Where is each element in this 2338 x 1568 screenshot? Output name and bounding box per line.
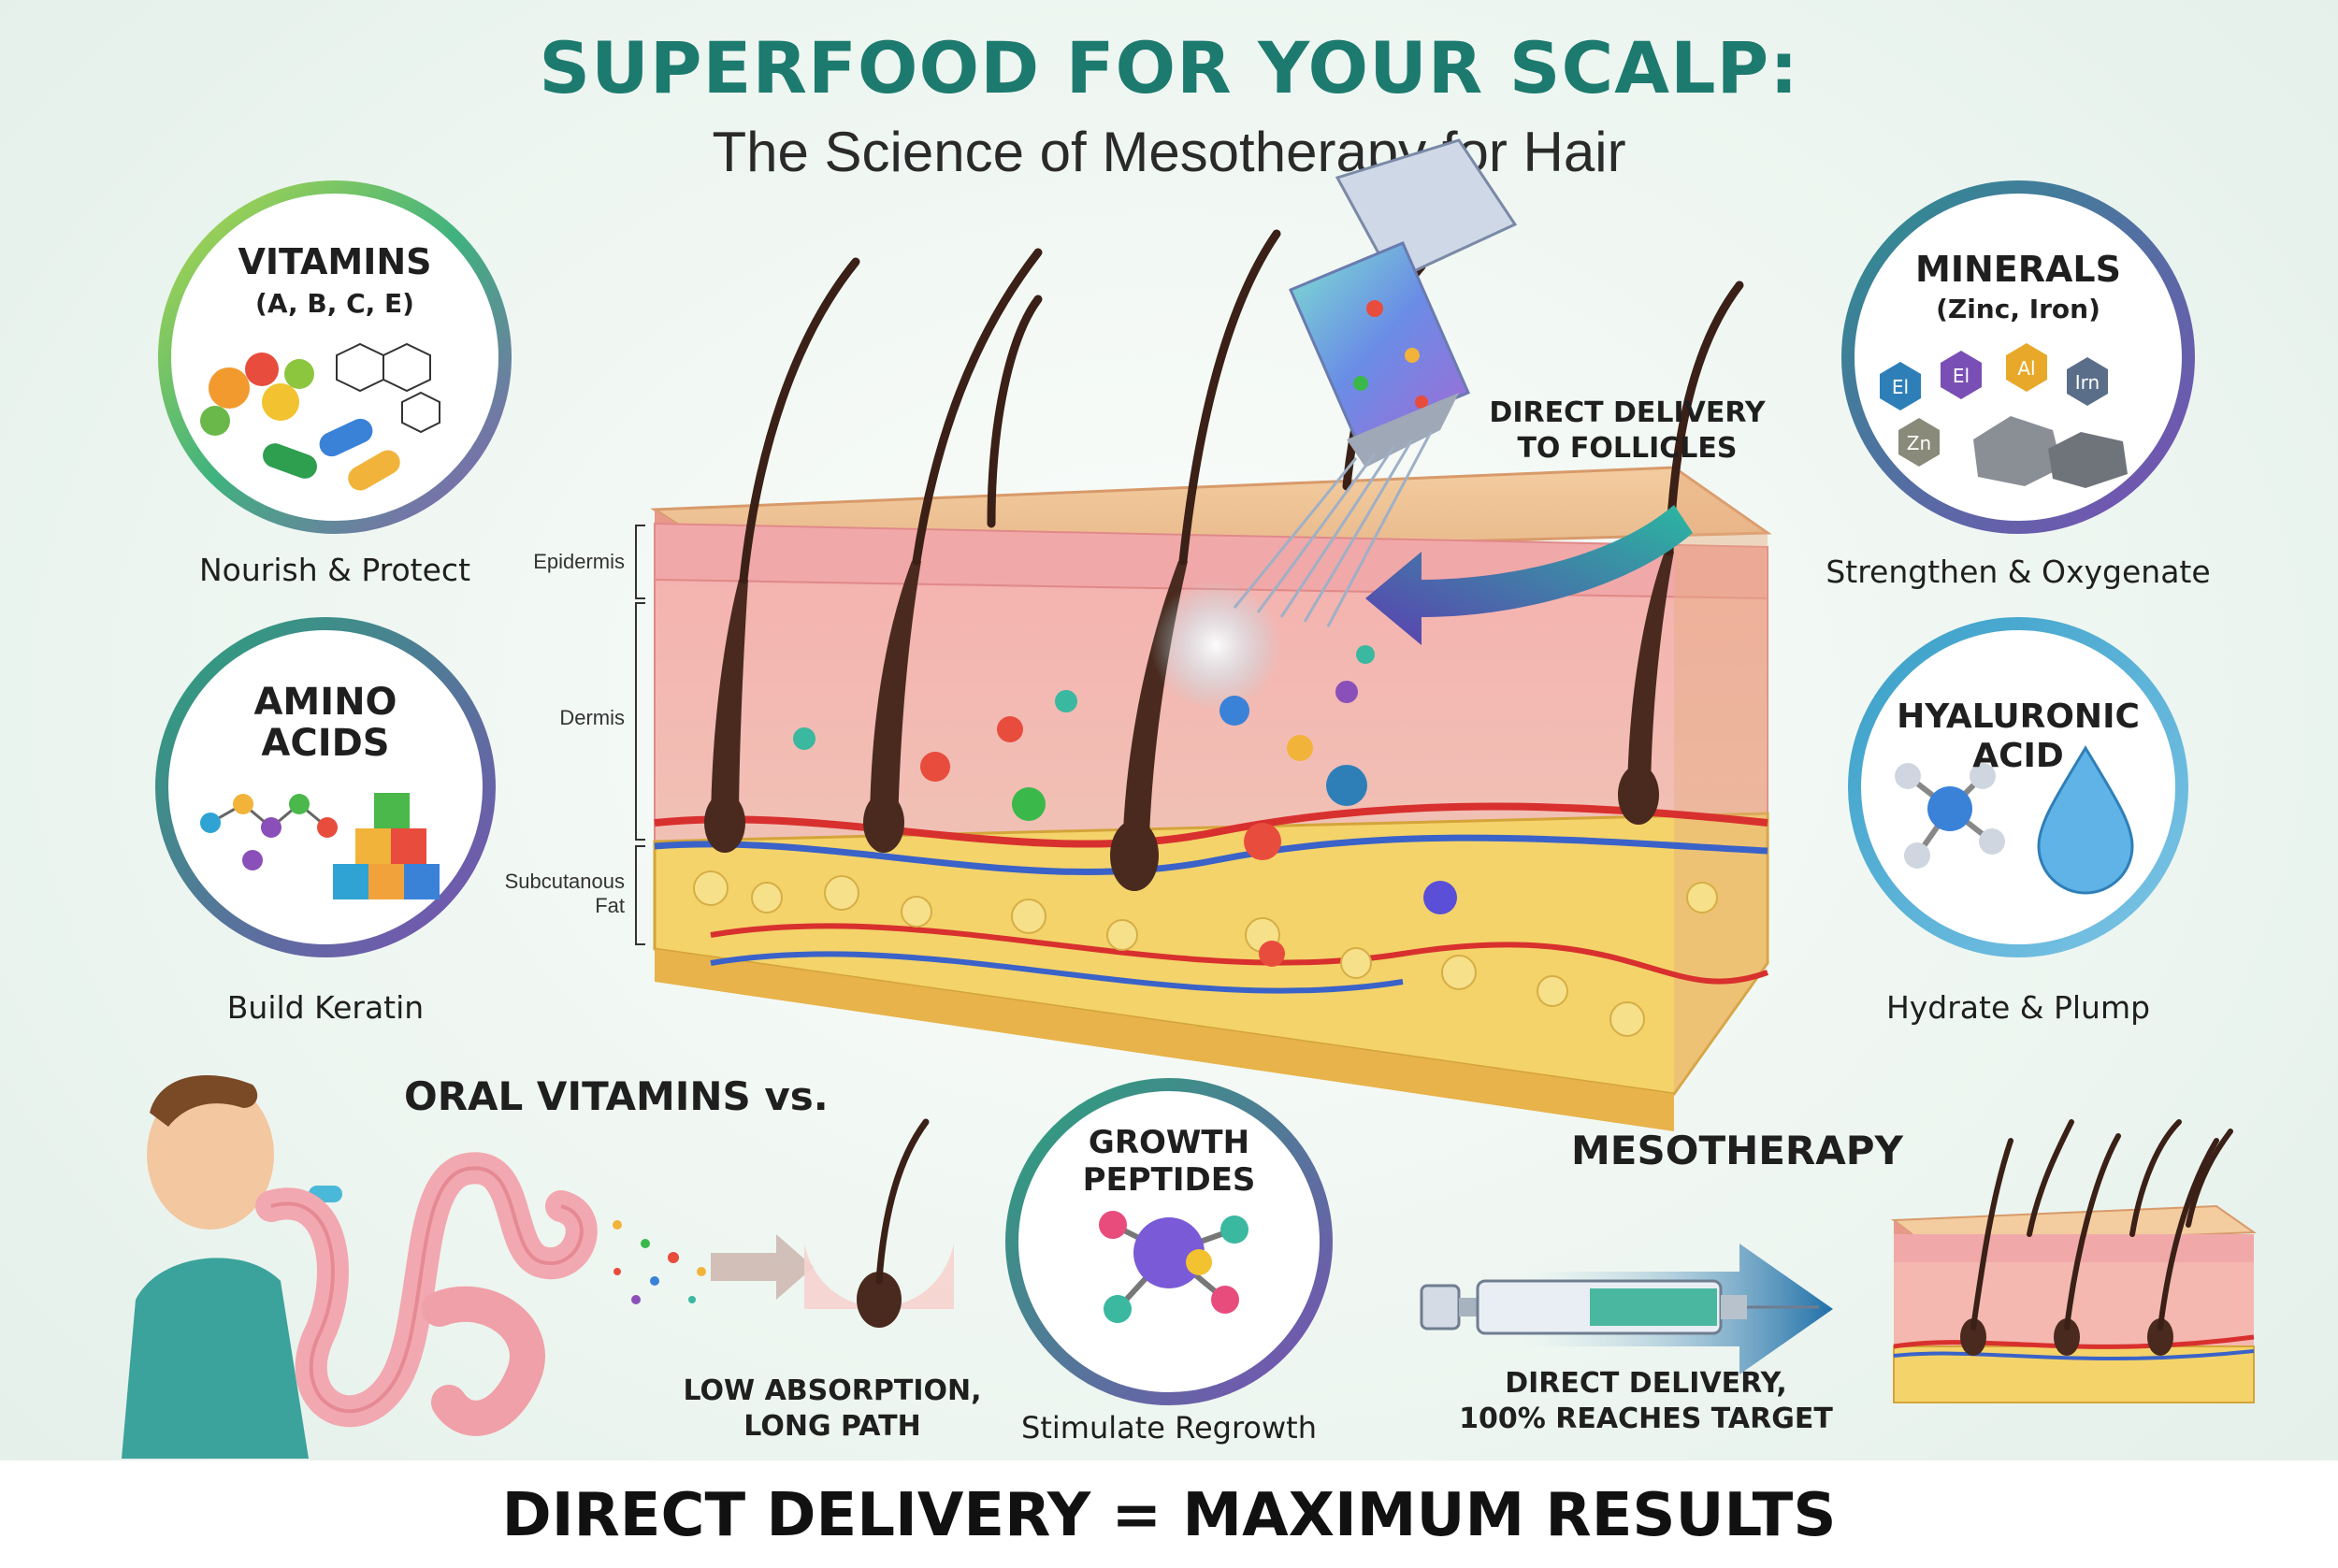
hyaluronic-illustration [1895,745,2134,895]
footer-band [0,1460,2338,1568]
hyaluronic-caption: Hydrate & Plump [1885,989,2151,1026]
peptides-caption: Stimulate Regrowth [1021,1410,1317,1446]
meso-caption-line2: 100% REACHES TARGET [1459,1403,1833,1435]
amino-illustration [200,793,440,899]
vitamins-badge-ring [158,180,512,534]
mineral-element-labels: El El Al Irn Zn [1892,357,2100,454]
skin-block [650,229,1772,1131]
oral-route-illustration [122,1075,954,1459]
minerals-illustration [1880,343,2128,488]
direct-delivery-arrow [1365,505,1693,645]
fat-label-line2: Fat [595,894,625,917]
epidermis-label: Epidermis [533,550,625,573]
page-title: SUPERFOOD FOR YOUR SCALP: [539,26,1799,109]
amino-title-line1: AMINO [253,681,397,724]
amino-title-line2: ACIDS [261,722,390,765]
peptides-title-line2: PEPTIDES [1082,1161,1256,1199]
callout-line2: TO FOLLICLES [1517,432,1738,465]
amino-caption: Build Keratin [226,989,425,1026]
oral-caption-line2: LONG PATH [743,1410,921,1443]
vitamins-subtitle: (A, B, C, E) [255,288,414,319]
oral-heading: ORAL VITAMINS vs. [404,1073,829,1119]
footer-slogan: DIRECT DELIVERY = MAXIMUM RESULTS [501,1481,1837,1550]
dermis-label: Dermis [559,706,625,729]
meso-heading: MESOTHERAPY [1571,1128,1903,1173]
hyaluronic-title-line1: HYALURONIC [1897,698,2140,736]
nutrient-particles [793,580,1457,967]
element-label-3: Al [2017,357,2035,380]
layer-brackets [635,525,645,945]
syringe-illustration [1420,1244,1833,1374]
peptides-illustration [1099,1211,1248,1323]
small-skin-block [1891,1119,2258,1403]
vitamins-title: VITAMINS [238,241,432,282]
meso-caption-line1: DIRECT DELIVERY, [1505,1367,1787,1400]
minerals-caption: Strengthen & Oxygenate [1826,554,2211,590]
element-label-1: El [1892,376,1909,398]
minerals-subtitle: (Zinc, Iron) [1936,294,2100,324]
peptides-title-line1: GROWTH [1088,1124,1250,1161]
vitamins-caption: Nourish & Protect [198,552,471,588]
minerals-title: MINERALS [1915,249,2121,290]
hyaluronic-title-line2: ACID [1972,737,2064,775]
callout-line1: DIRECT DELIVERY [1489,396,1766,429]
fat-label-line1: Subcutanous [504,870,625,893]
vitamins-illustration [200,342,440,491]
oral-caption-line1: LOW ABSORPTION, [683,1374,982,1407]
amino-badge-ring [155,617,496,957]
mesotherapy-injector [1233,138,1518,627]
element-label-4: Irn [2075,371,2100,394]
element-label-2: El [1953,365,1970,387]
element-label-5: Zn [1907,432,1931,454]
